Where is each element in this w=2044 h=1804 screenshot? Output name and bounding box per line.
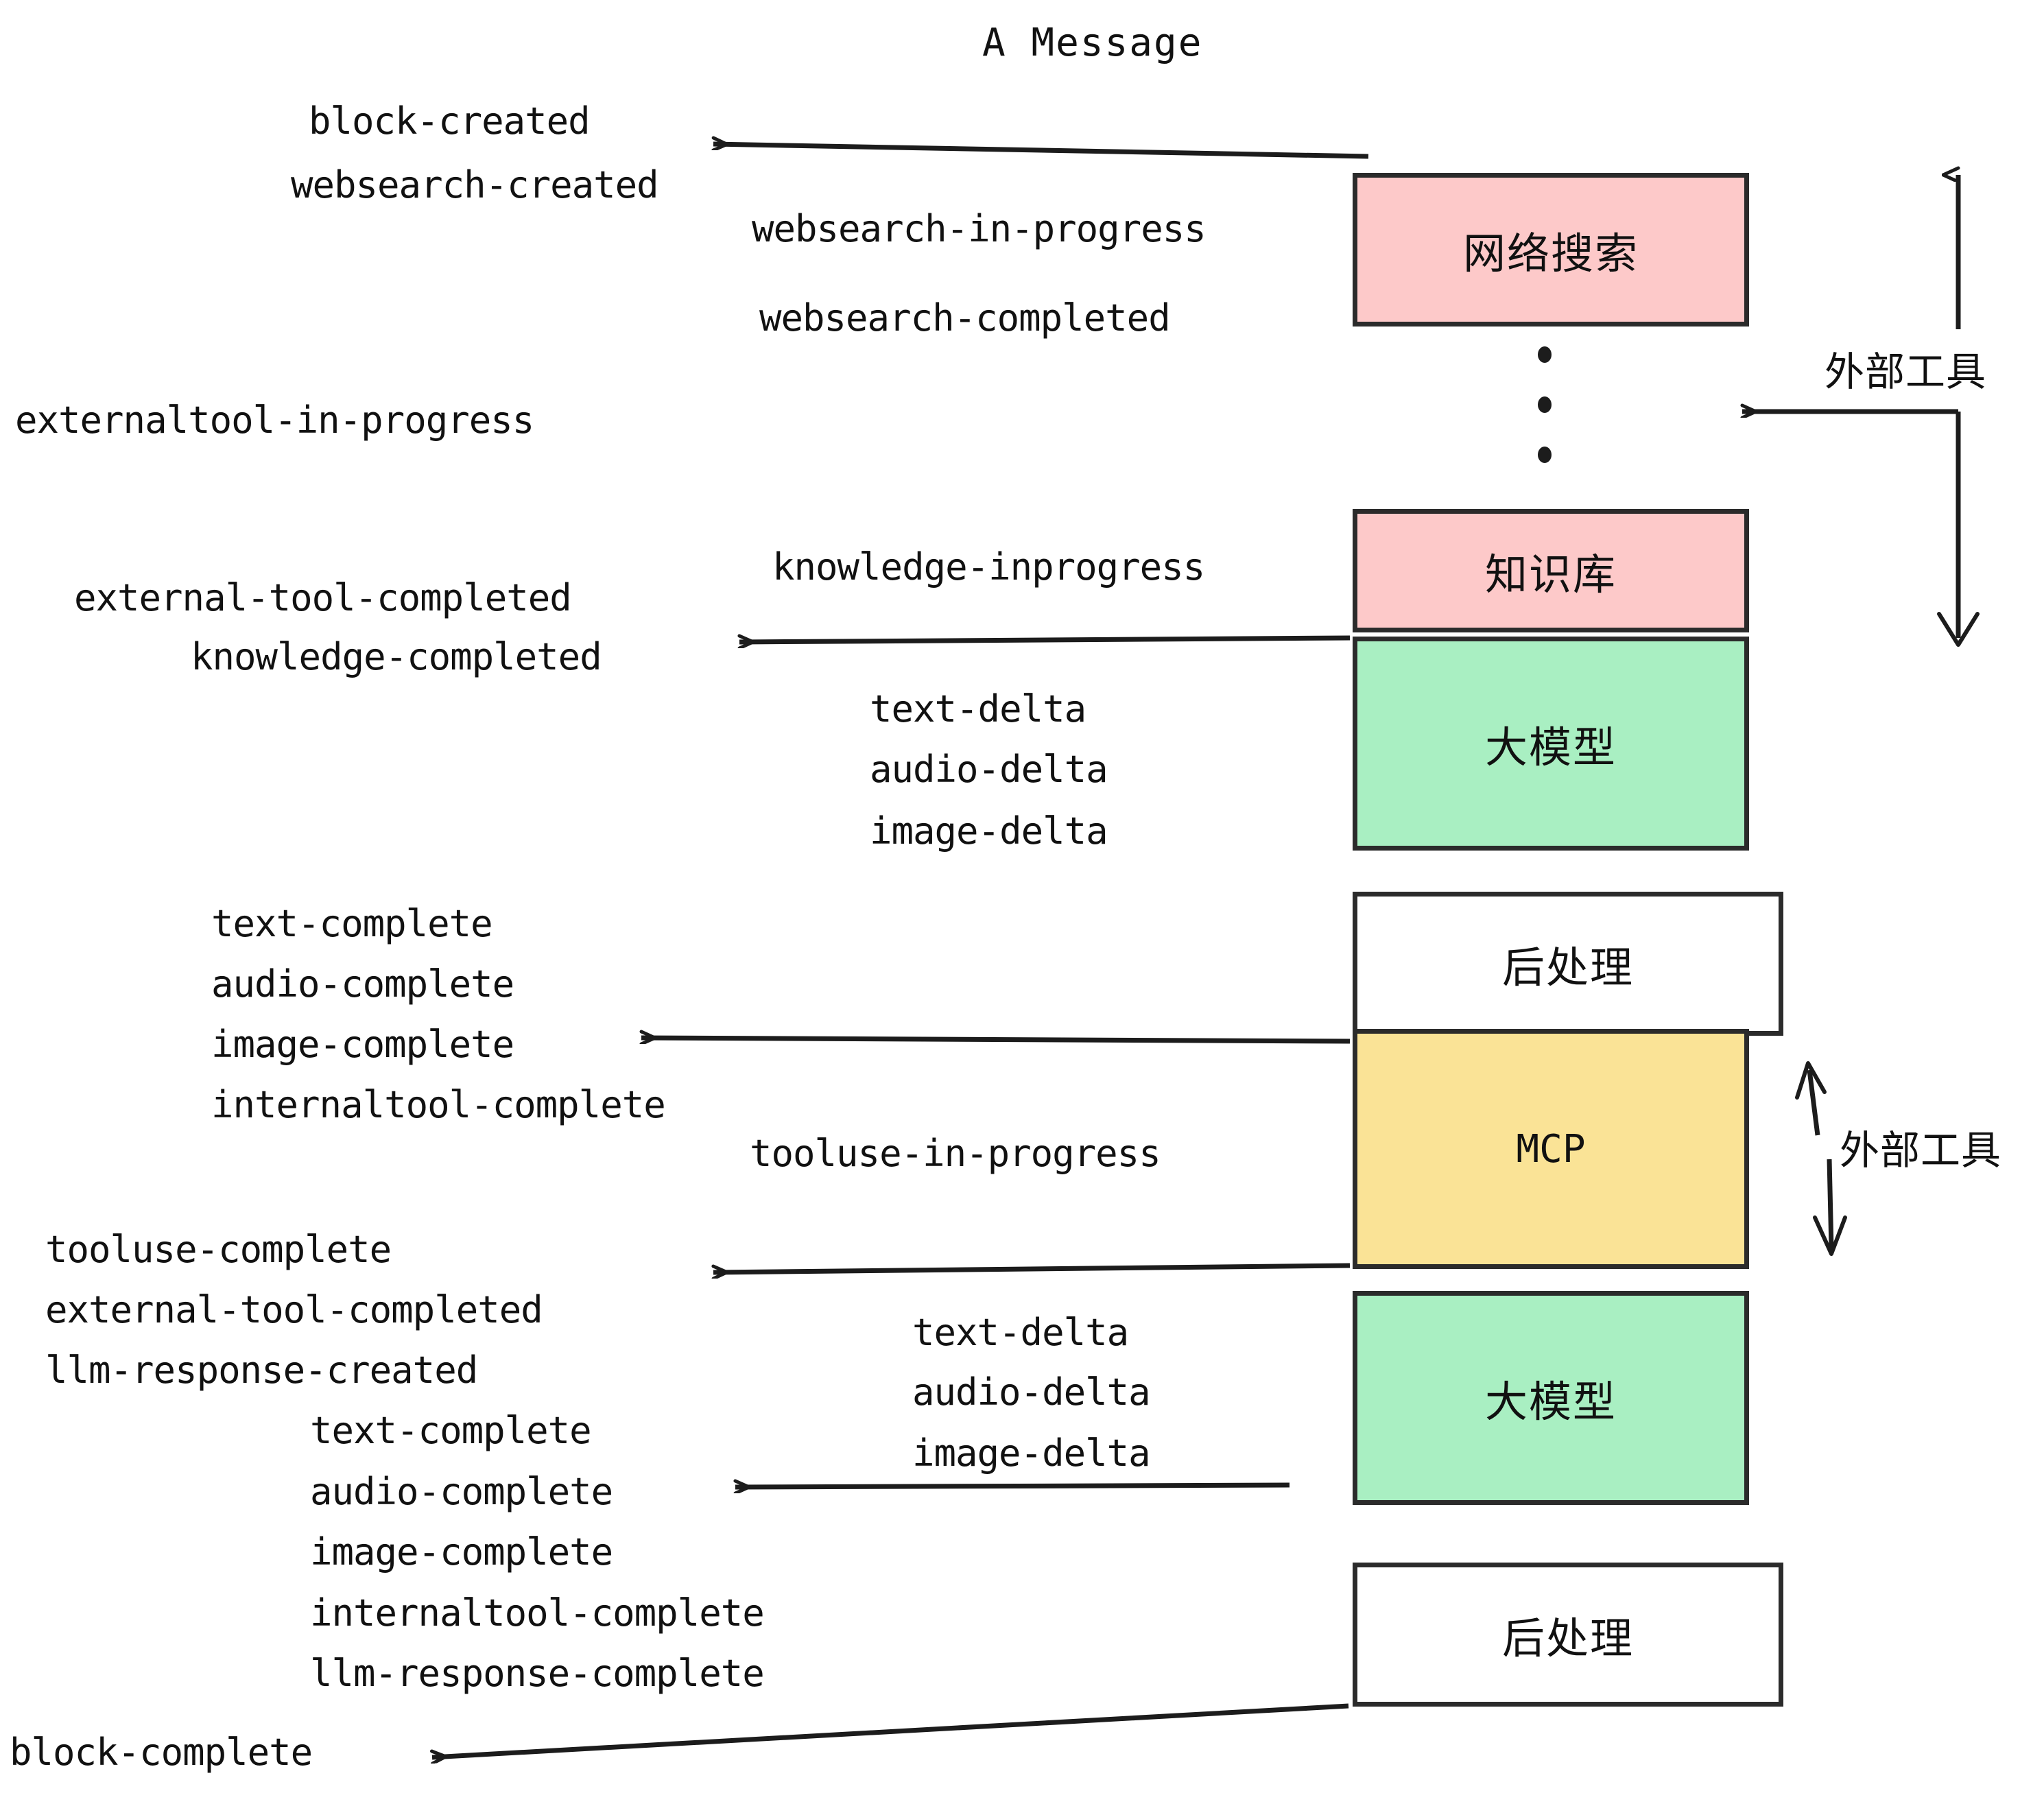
event-text-delta-1: text-delta <box>870 687 1086 731</box>
box-postprocess-upper[interactable]: 后处理 <box>1353 892 1783 1036</box>
event-audio-delta-1: audio-delta <box>870 748 1108 791</box>
external-tool-label-bottom: 外部工具 <box>1840 1127 2002 1174</box>
arrow-block-complete <box>432 1703 1349 1757</box>
event-image-delta-1: image-delta <box>870 809 1108 853</box>
box-mcp[interactable]: MCP <box>1353 1029 1749 1269</box>
diagram-title: A Message <box>982 21 1203 65</box>
event-llm-response-created: llm-response-created <box>45 1349 478 1392</box>
event-websearch-created: websearch-created <box>291 163 659 206</box>
event-image-complete-1: image-complete <box>211 1023 514 1066</box>
event-knowledge-inprogress: knowledge-inprogress <box>772 545 1205 589</box>
dot-1 <box>1538 346 1552 363</box>
box-postprocess-lower[interactable]: 后处理 <box>1353 1563 1783 1707</box>
event-internaltool-complete-1: internaltool-complete <box>211 1083 666 1126</box>
box-llm-lower[interactable]: 大模型 <box>1353 1291 1749 1505</box>
event-audio-complete-2: audio-complete <box>310 1470 613 1513</box>
event-externaltool-in-progress: externaltool-in-progress <box>15 399 534 442</box>
box-postprocess-lower-label: 后处理 <box>1501 1613 1634 1663</box>
event-websearch-in-progress: websearch-in-progress <box>752 207 1207 250</box>
arrow-websearch-created <box>713 144 1369 159</box>
event-text-complete-1: text-complete <box>211 902 493 945</box>
event-tooluse-complete: tooluse-complete <box>45 1228 392 1271</box>
box-websearch[interactable]: 网络搜索 <box>1353 173 1749 327</box>
external-tool-label-top: 外部工具 <box>1825 348 1987 395</box>
external-tool-bracket-top <box>1742 175 1980 647</box>
event-text-complete-2: text-complete <box>310 1409 592 1452</box>
event-block-complete: block-complete <box>10 1731 313 1774</box>
dot-3 <box>1538 447 1552 463</box>
event-image-delta-2: image-delta <box>912 1432 1151 1475</box>
box-llm-upper-label: 大模型 <box>1484 722 1617 772</box>
event-tooluse-in-progress: tooluse-in-progress <box>750 1132 1161 1175</box>
event-internaltool-complete-2: internaltool-complete <box>310 1591 765 1635</box>
event-external-tool-completed-1: external-tool-completed <box>74 576 572 619</box>
arrow-audio-complete-2 <box>735 1485 1290 1487</box>
external-tool-bracket-bottom <box>1795 1061 1847 1256</box>
event-knowledge-completed: knowledge-completed <box>191 635 602 678</box>
arrow-tooluse-complete <box>713 1263 1351 1272</box>
event-text-delta-2: text-delta <box>912 1311 1129 1354</box>
event-audio-complete-1: audio-complete <box>211 962 514 1006</box>
box-knowledge[interactable]: 知识库 <box>1353 509 1749 632</box>
event-audio-delta-2: audio-delta <box>912 1370 1151 1414</box>
box-llm-lower-label: 大模型 <box>1484 1377 1617 1427</box>
box-websearch-label: 网络搜索 <box>1462 228 1639 278</box>
box-llm-upper[interactable]: 大模型 <box>1353 637 1749 851</box>
arrow-image-complete-1 <box>641 1038 1351 1041</box>
event-external-tool-completed-2: external-tool-completed <box>45 1288 543 1331</box>
event-block-created: block-created <box>309 99 591 143</box>
event-llm-response-complete: llm-response-complete <box>310 1652 765 1695</box>
ellipsis-dots <box>1536 346 1553 463</box>
event-websearch-completed: websearch-completed <box>759 296 1171 340</box>
event-image-complete-2: image-complete <box>310 1530 613 1574</box>
box-postprocess-upper-label: 后处理 <box>1501 942 1634 993</box>
box-mcp-label: MCP <box>1516 1126 1586 1172</box>
box-knowledge-label: 知识库 <box>1484 549 1617 600</box>
dot-2 <box>1538 396 1552 413</box>
arrow-knowledge-completed <box>739 638 1351 642</box>
